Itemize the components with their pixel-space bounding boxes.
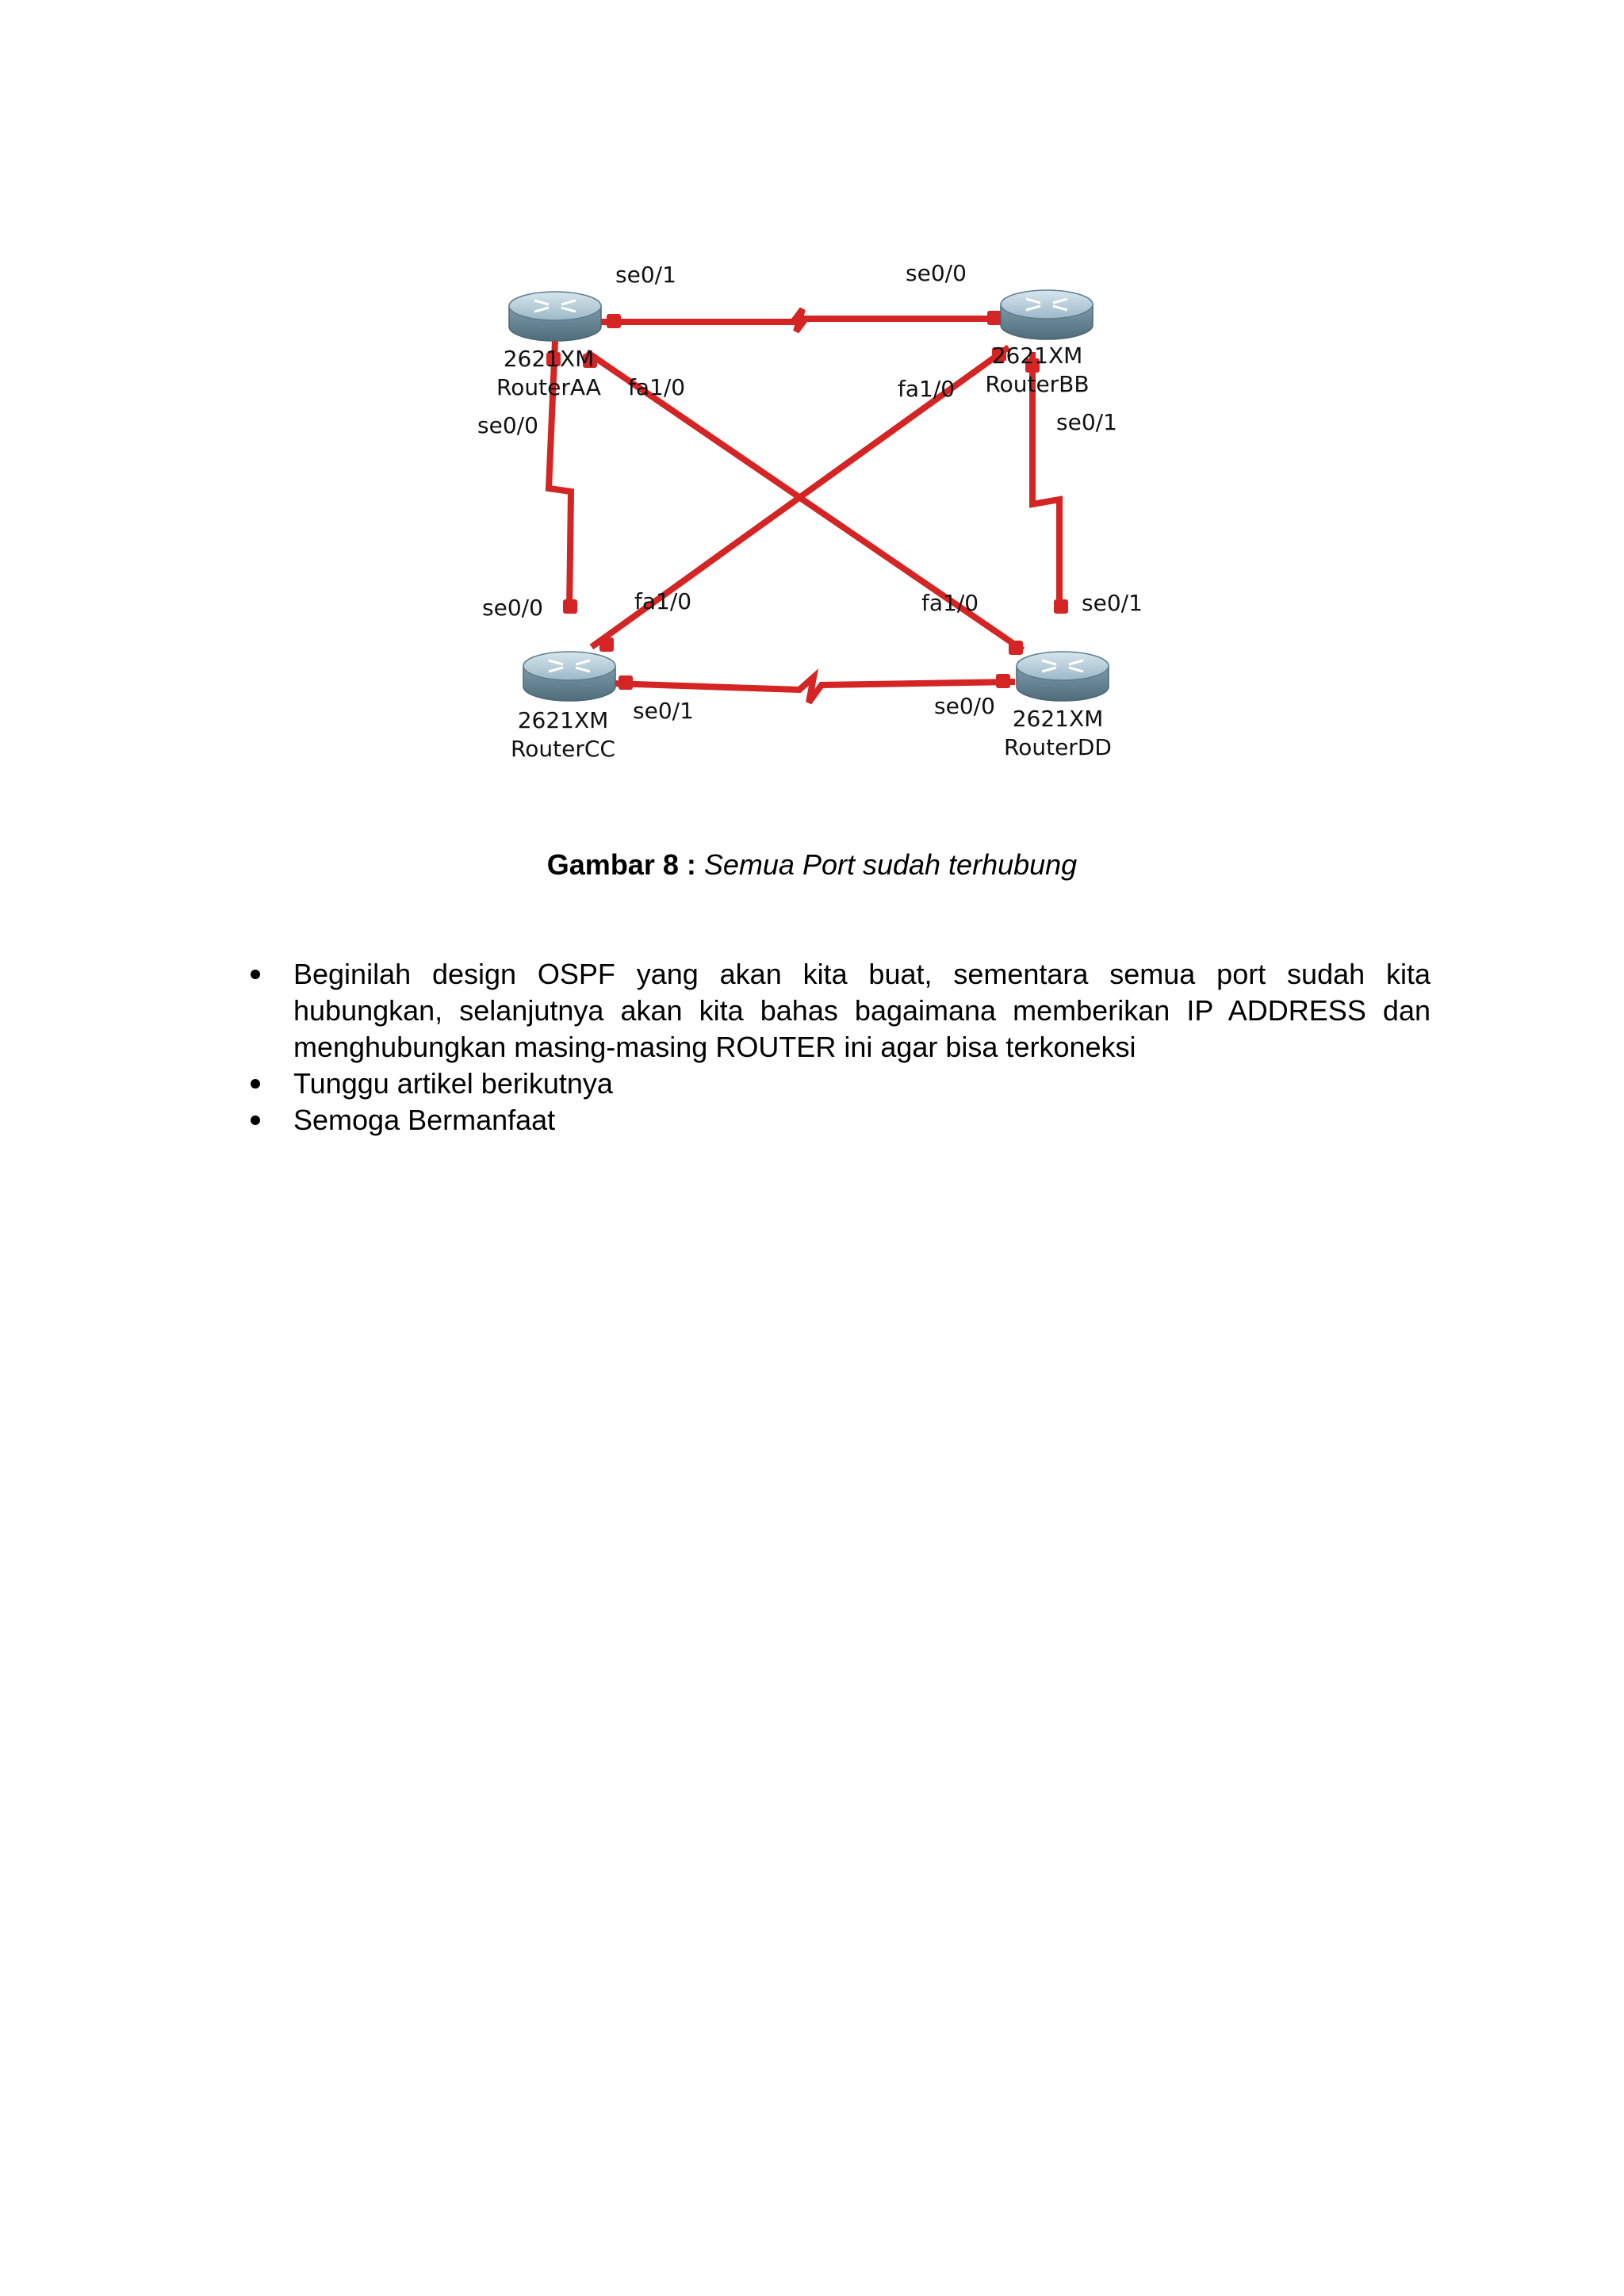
port-dot	[1009, 641, 1023, 655]
router-aa-name: RouterAA	[496, 374, 601, 400]
router-dd-name: RouterDD	[1004, 734, 1112, 760]
port-dot	[607, 314, 621, 328]
caption-text: Semua Port sudah terhubung	[703, 848, 1078, 881]
router-cc-name: RouterCC	[511, 736, 615, 762]
port-label-cc-se00: se0/0	[482, 595, 543, 621]
link-bb-cc-fastethernet	[589, 344, 1011, 650]
network-topology-diagram: 2621XM RouterAA 2621XM RouterBB 2621XM R…	[477, 260, 1143, 762]
port-label-dd-se00: se0/0	[934, 693, 995, 719]
list-item: Beginilah design OSPF yang akan kita bua…	[241, 956, 1431, 1066]
port-label-aa-fa10: fa1/0	[628, 374, 685, 400]
router-aa-model: 2621XM	[504, 346, 595, 372]
port-label-bb-fa10: fa1/0	[898, 376, 955, 402]
port-dot	[583, 354, 597, 368]
port-label-dd-fa10: fa1/0	[921, 590, 979, 616]
link-bb-dd-serial	[1029, 352, 1063, 612]
port-label-cc-fa10: fa1/0	[634, 588, 691, 614]
router-bb-model: 2621XM	[992, 342, 1083, 369]
port-dot	[563, 599, 577, 614]
router-dd-model: 2621XM	[1013, 706, 1104, 732]
port-label-bb-se01: se0/1	[1056, 409, 1117, 435]
router-aa-icon[interactable]	[508, 290, 603, 342]
router-bb-icon[interactable]	[999, 289, 1094, 341]
port-dot	[1025, 358, 1040, 373]
bullet-list: Beginilah design OSPF yang akan kita bua…	[241, 956, 1431, 1138]
link-aa-bb-serial	[596, 307, 1012, 334]
port-dot	[987, 311, 1002, 325]
port-label-cc-se01: se0/1	[633, 698, 694, 724]
list-item: Tunggu artikel berikutnya	[241, 1066, 1431, 1102]
router-dd-icon[interactable]	[1015, 650, 1110, 702]
port-dot	[996, 674, 1010, 688]
port-dot	[1054, 599, 1068, 614]
port-label-bb-se00: se0/0	[906, 260, 967, 286]
port-dot	[619, 675, 633, 690]
router-bb-name: RouterBB	[985, 371, 1089, 397]
link-aa-dd-fastethernet	[584, 349, 1025, 653]
router-cc-icon[interactable]	[522, 650, 617, 702]
port-dot	[599, 637, 614, 652]
port-label-aa-se00: se0/0	[477, 412, 538, 438]
figure-caption: Gambar 8 : Semua Port sudah terhubung	[0, 848, 1624, 882]
list-item: Semoga Bermanfaat	[241, 1102, 1431, 1138]
link-cc-dd-serial	[611, 668, 1016, 705]
router-cc-model: 2621XM	[518, 707, 609, 733]
port-dot	[546, 352, 561, 366]
port-label-dd-se01: se0/1	[1082, 590, 1143, 616]
port-label-aa-se01: se0/1	[615, 262, 676, 288]
link-aa-cc-serial	[545, 340, 575, 611]
caption-label: Gambar 8 :	[546, 848, 696, 881]
port-dot	[992, 347, 1006, 362]
